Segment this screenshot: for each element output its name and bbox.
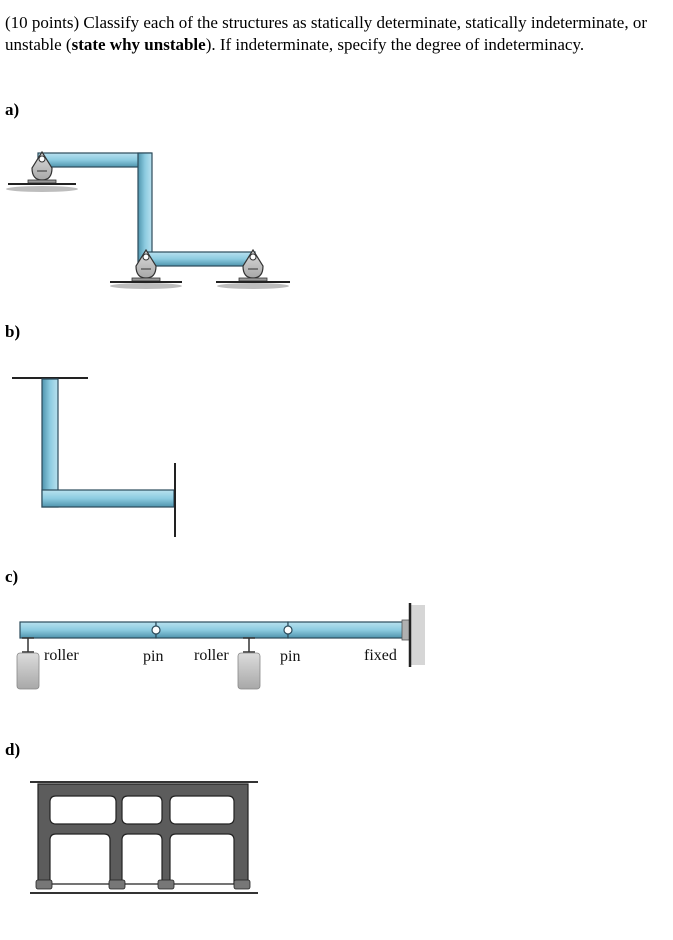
figure-c: roller pin roller pin fixed — [16, 603, 425, 690]
part-b-label: b) — [5, 322, 21, 341]
ground-shadow — [217, 283, 289, 289]
question-intro: (10 points) Classify each of the structu… — [5, 13, 648, 54]
pin-support-right — [216, 248, 290, 283]
pin-support-left — [8, 150, 76, 185]
portal-frame — [37, 783, 249, 885]
part-d-label: d) — [5, 740, 21, 759]
figure-a — [6, 150, 290, 289]
roller-support-2 — [237, 637, 261, 690]
ground-shadow — [110, 283, 182, 289]
beam-segment-1 — [19, 621, 157, 639]
wall-shadow — [411, 605, 425, 665]
label-roller-1: roller — [44, 647, 79, 664]
figure-d — [30, 781, 258, 894]
figure-b — [12, 377, 176, 537]
vertical-column — [137, 152, 153, 264]
question-bold: state why unstable — [71, 35, 206, 54]
label-roller-2: roller — [194, 647, 229, 664]
label-pin-2: pin — [280, 648, 300, 665]
ground-shadow — [6, 186, 78, 192]
beam-segment-3 — [287, 621, 409, 639]
pin-joint-2 — [283, 625, 293, 635]
frame-support-3 — [157, 879, 175, 890]
beam-segment-2 — [155, 621, 289, 639]
question-outro: ). If indeterminate, specify the degree … — [205, 35, 585, 54]
vertical-member — [41, 378, 59, 508]
frame-support-4 — [233, 879, 251, 890]
pin-support-middle — [110, 248, 182, 283]
part-a-label: a) — [5, 100, 20, 119]
roller-support-1 — [16, 637, 40, 690]
frame-support-1 — [35, 879, 53, 890]
bottom-beam — [144, 251, 256, 267]
pin-joint-1 — [151, 625, 161, 635]
question-text: (10 points) Classify each of the structu… — [5, 12, 665, 56]
part-c-label: c) — [5, 567, 19, 586]
horizontal-member — [41, 489, 175, 508]
label-pin-1: pin — [143, 648, 163, 665]
label-fixed: fixed — [364, 647, 397, 664]
top-beam — [37, 152, 152, 168]
frame-support-2 — [108, 879, 126, 890]
